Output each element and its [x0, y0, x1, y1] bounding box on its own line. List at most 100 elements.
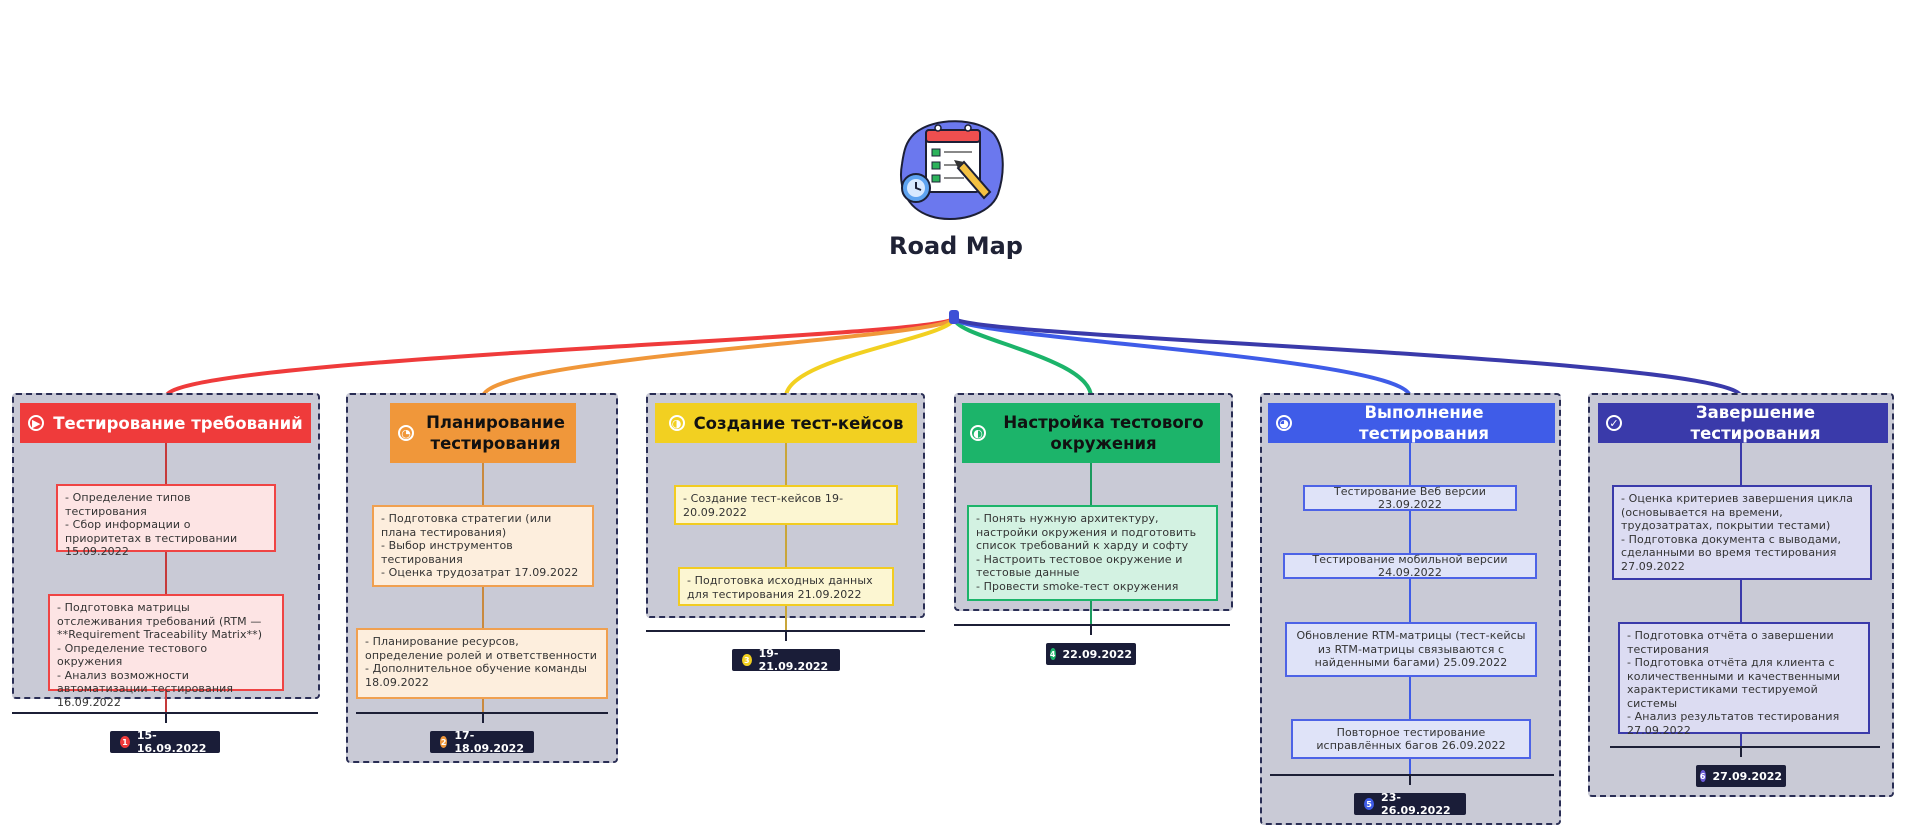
phase-number-icon: 3 — [742, 654, 752, 666]
task-card[interactable]: - Подготовка матрицы отслеживания требов… — [48, 594, 284, 709]
task-card[interactable]: - Планирование ресурсов, определение рол… — [356, 628, 608, 699]
task-text: - Определение типов тестирования — [65, 491, 191, 518]
timeline-tick — [165, 714, 167, 723]
timeline-bar — [646, 630, 925, 632]
phase-date: 27.09.2022 — [1712, 769, 1783, 783]
phase-connector — [165, 691, 167, 712]
task-card[interactable]: - Подготовка отчёта о завершении тестиро… — [1618, 622, 1870, 737]
task-text: - Подготовка документа с выводами, сдела… — [1621, 532, 1842, 573]
task-text: - Подготовка стратегии (или плана тестир… — [381, 512, 552, 539]
task-text: - Определение тестового окружения — [57, 641, 208, 669]
task-text: - Понять нужную архитектуру, настройки о… — [976, 512, 1197, 552]
task-text: Обновление RTM-матрицы (тест-кейсы из RT… — [1296, 629, 1526, 670]
task-text: - Подготовка отчёта для клиента с количе… — [1627, 656, 1841, 710]
phase-number-icon: 1 — [120, 736, 130, 748]
task-text: - Планирование ресурсов, определение рол… — [365, 635, 597, 662]
phase-date: 19-21.09.2022 — [758, 647, 829, 673]
task-text: Повторное тестирование исправлённых баго… — [1316, 725, 1506, 753]
phase-number-icon: 6 — [1699, 770, 1706, 782]
task-card[interactable]: - Понять нужную архитектуру, настройки о… — [967, 505, 1218, 601]
timeline-tick — [1740, 748, 1742, 757]
connector-line — [164, 316, 956, 399]
phase-connector — [1090, 601, 1092, 624]
timeline-bar — [1270, 774, 1554, 776]
phase-connector — [1090, 463, 1092, 505]
task-text: - Дополнительное обучение команды 18.09.… — [365, 662, 588, 689]
phase-number-icon: 4 — [1049, 648, 1056, 660]
page-title: Road Map — [889, 232, 1023, 260]
task-text: - Сбор информации о приоритетах в тестир… — [65, 518, 238, 558]
play-icon: ▶ — [28, 415, 45, 431]
task-text: - Оценка трудозатрат 17.09.2022 — [381, 566, 579, 579]
phase-number-icon: 5 — [1364, 798, 1375, 810]
phase-header[interactable]: ✓ Завершение тестирования — [1598, 403, 1888, 443]
phase-title: Тестирование требований — [53, 413, 303, 433]
task-card[interactable]: - Оценка критериев завершения цикла (осн… — [1612, 485, 1872, 580]
date-badge: 3 19-21.09.2022 — [732, 647, 840, 673]
phase-date: 22.09.2022 — [1062, 647, 1133, 661]
task-card[interactable]: - Определение типов тестирования- Сбор и… — [56, 484, 276, 558]
timeline-tick — [1090, 626, 1092, 635]
timeline-tick — [785, 632, 787, 641]
task-text: - Подготовка исходных данных для тестиро… — [687, 574, 873, 601]
check-icon: ✓ — [1606, 415, 1622, 431]
task-text: - Провести smoke-тест окружения — [976, 579, 1179, 593]
phase-connector — [785, 606, 787, 630]
date-badge: 2 17-18.09.2022 — [430, 729, 534, 755]
task-card[interactable]: Повторное тестирование исправлённых баго… — [1291, 719, 1531, 759]
task-card[interactable]: - Подготовка стратегии (или плана тестир… — [372, 505, 594, 587]
date-badge: 1 15-16.09.2022 — [110, 729, 220, 755]
phase-connector — [482, 699, 484, 712]
phase-date: 17-18.09.2022 — [454, 729, 524, 755]
date-badge: 6 27.09.2022 — [1696, 765, 1786, 787]
progress-three-quarter-icon: ◕ — [1276, 415, 1292, 431]
phase-header[interactable]: ◐ Настройка тестового окружения — [962, 403, 1220, 463]
phase-header[interactable]: ◕ Выполнение тестирования — [1268, 403, 1555, 443]
task-text: - Настроить тестовое окружение и тестовы… — [976, 552, 1183, 580]
phase-title: Завершение тестирования — [1690, 403, 1821, 443]
task-card[interactable]: Обновление RTM-матрицы (тест-кейсы из RT… — [1285, 622, 1537, 677]
hub-node — [949, 310, 959, 324]
timeline-tick — [482, 714, 484, 723]
phase-header[interactable]: ◔ Планирование тестирования — [390, 403, 576, 463]
task-card[interactable]: Тестирование Веб версии 23.09.2022 — [1303, 485, 1517, 511]
phase-title: Создание тест-кейсов — [693, 413, 904, 433]
progress-half-icon: ◐ — [970, 425, 986, 441]
phase-title: Планирование тестирования — [426, 413, 565, 453]
task-card[interactable]: - Подготовка исходных данных для тестиро… — [678, 567, 894, 606]
timeline-bar — [12, 712, 318, 714]
task-text: - Подготовка матрицы отслеживания требов… — [57, 601, 263, 641]
task-text: - Оценка критериев завершения цикла (осн… — [1621, 492, 1853, 532]
date-badge: 5 23-26.09.2022 — [1354, 791, 1466, 817]
task-text: Тестирование мобильной версии 24.09.2022 — [1312, 552, 1508, 580]
progress-half-icon: ◑ — [668, 415, 685, 431]
phase-title: Настройка тестового окружения — [1003, 413, 1204, 453]
connector-line — [952, 316, 1743, 399]
phase-date: 23-26.09.2022 — [1381, 791, 1451, 817]
connector-line — [784, 316, 956, 399]
connector-line — [952, 316, 1412, 399]
task-text: Тестирование Веб версии 23.09.2022 — [1333, 484, 1487, 512]
phase-header[interactable]: ▶ Тестирование требований — [20, 403, 311, 443]
phase-connector — [1409, 759, 1411, 774]
task-card[interactable]: - Создание тест-кейсов 19-20.09.2022 — [674, 485, 898, 525]
phase-header[interactable]: ◑ Создание тест-кейсов — [655, 403, 917, 443]
timeline-bar — [356, 712, 608, 714]
task-text: - Подготовка отчёта о завершении тестиро… — [1627, 629, 1834, 656]
connector-line — [952, 316, 1093, 399]
task-card[interactable]: Тестирование мобильной версии 24.09.2022 — [1283, 553, 1537, 579]
phase-title: Выполнение тестирования — [1359, 403, 1489, 443]
task-text: - Анализ возможности автоматизации тести… — [57, 668, 234, 709]
phase-connector — [1409, 443, 1411, 719]
timeline-bar — [1610, 746, 1880, 748]
connector-line — [481, 316, 956, 399]
task-text: - Создание тест-кейсов 19-20.09.2022 — [683, 492, 844, 519]
timeline-tick — [1409, 776, 1411, 785]
phase-date: 15-16.09.2022 — [136, 729, 207, 755]
phase-connector — [1740, 734, 1742, 746]
timeline-bar — [954, 624, 1230, 626]
phase-number-icon: 2 — [440, 736, 448, 748]
task-text: - Выбор инструментов тестирования — [381, 539, 513, 566]
progress-quarter-icon: ◔ — [398, 425, 414, 441]
